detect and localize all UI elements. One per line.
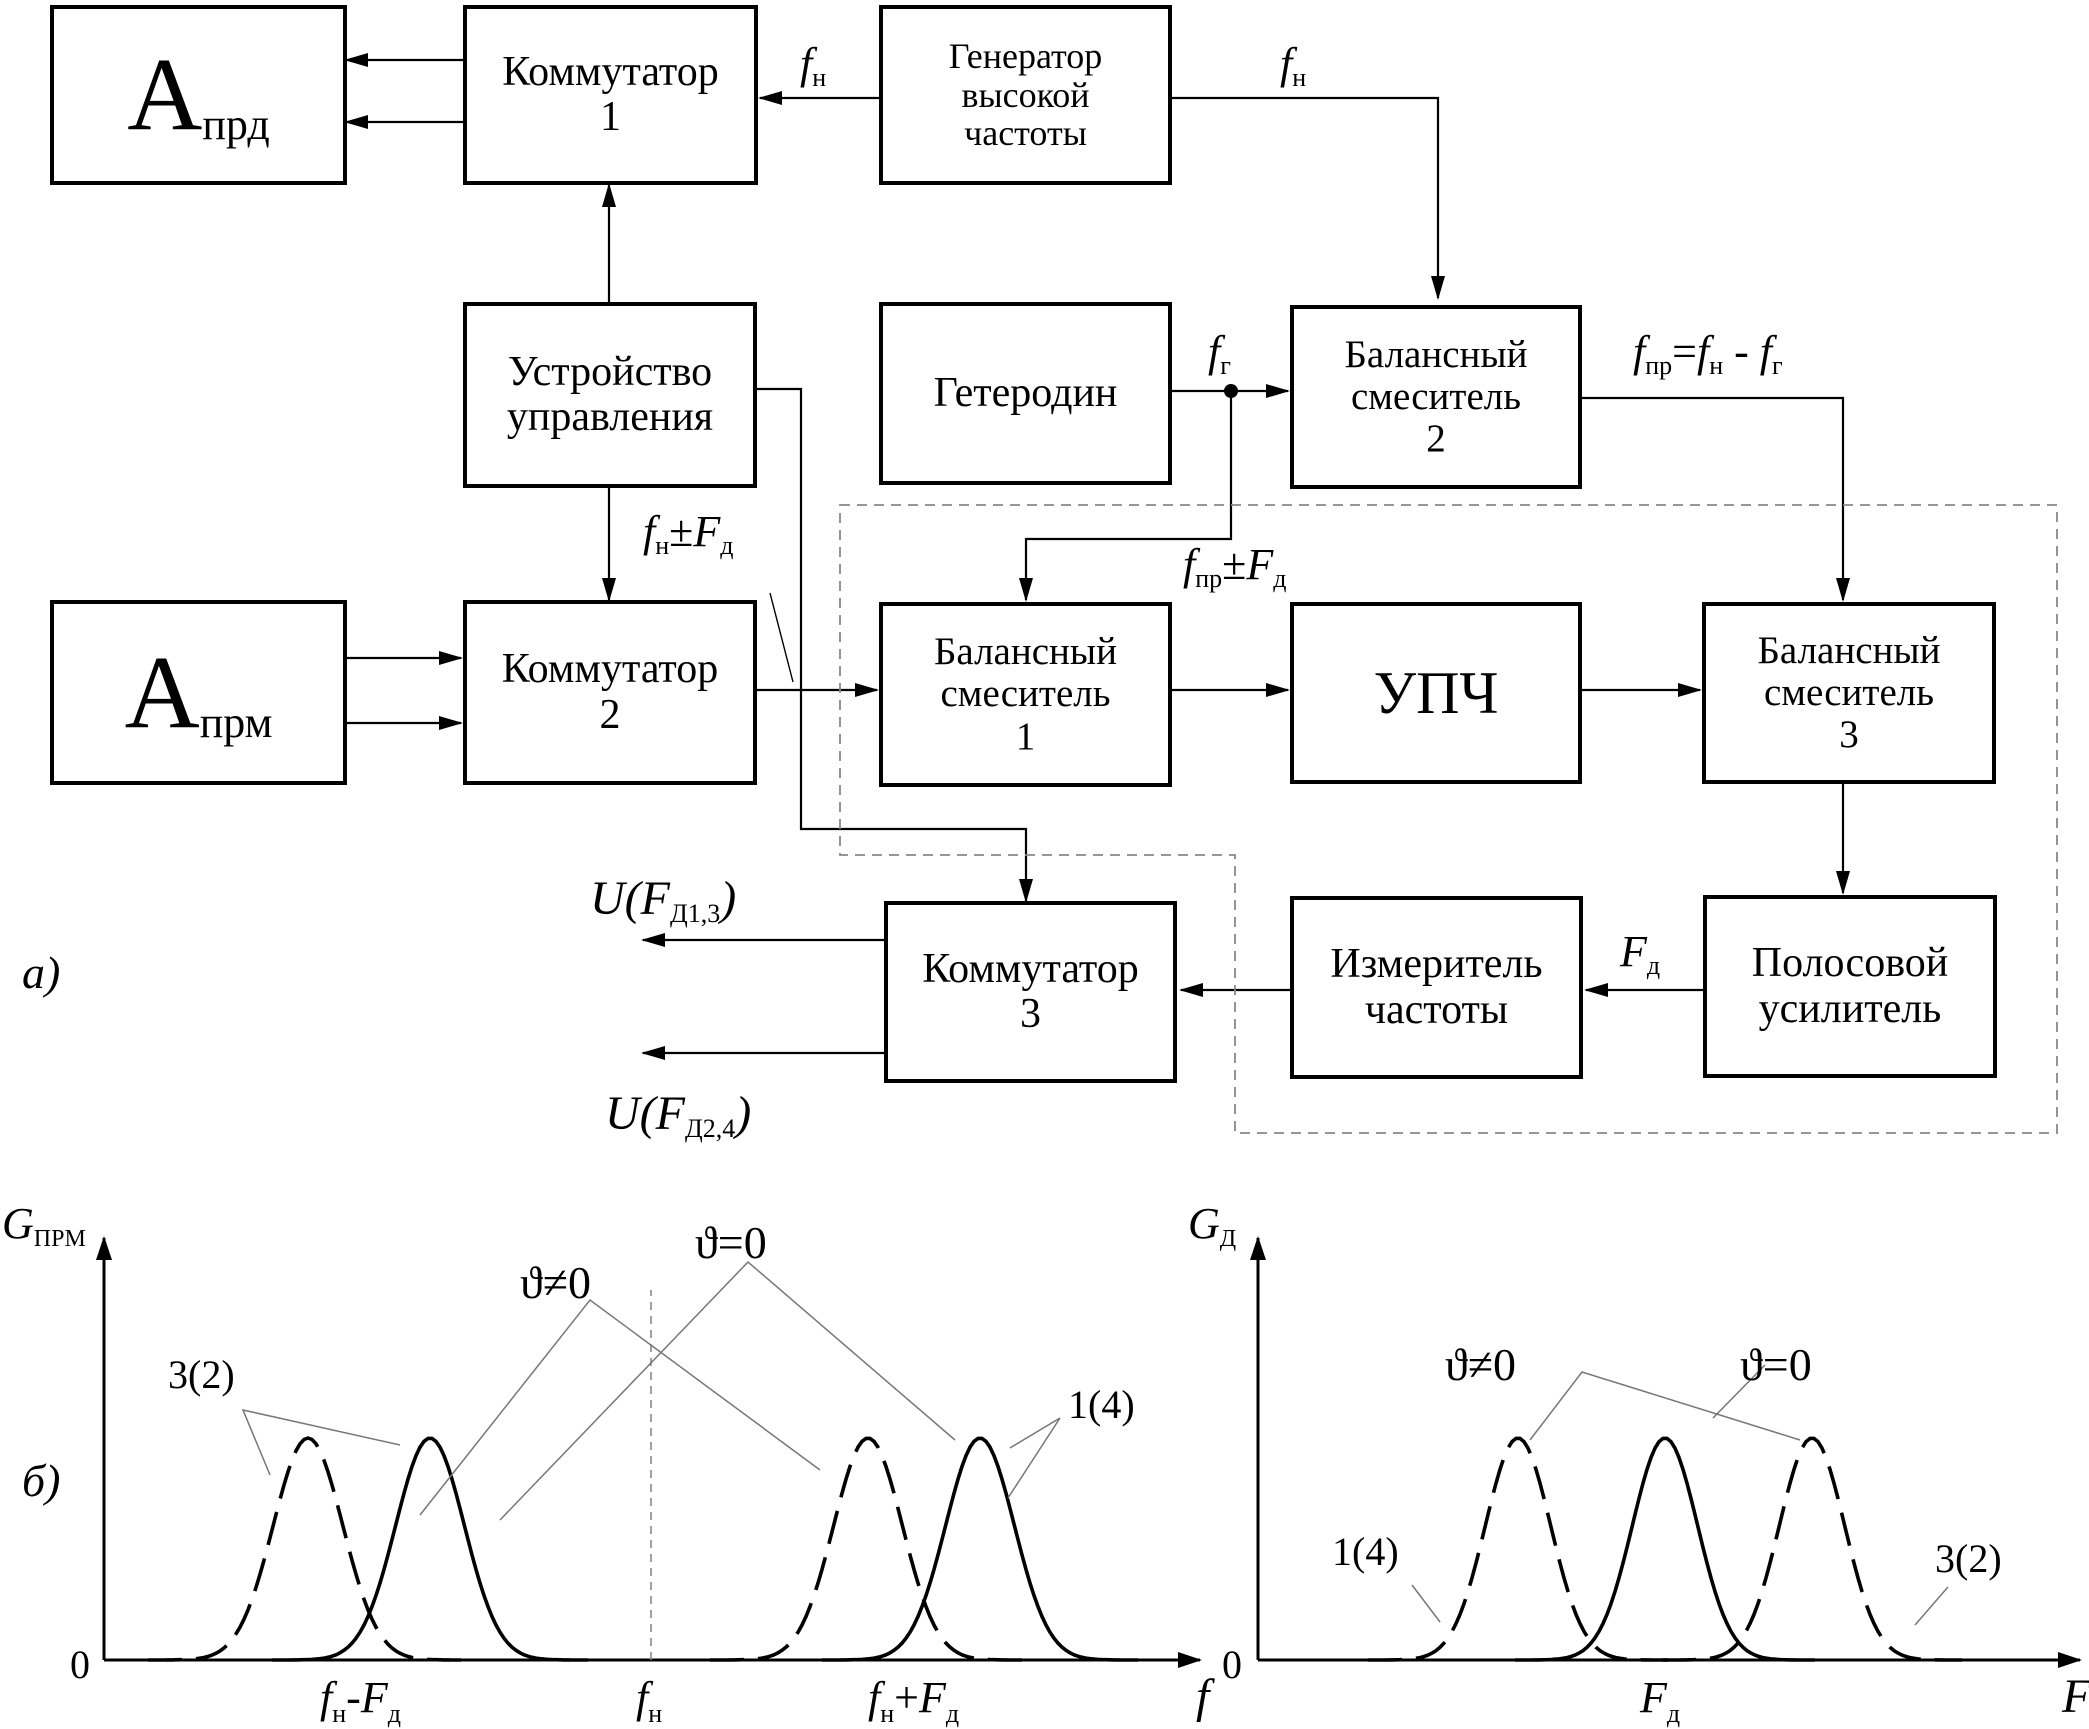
- block-text-line: Генератор: [948, 35, 1103, 76]
- block-text-line: Коммутатор: [922, 945, 1139, 992]
- left-origin: 0: [70, 1642, 90, 1687]
- label-fg: fг: [1208, 327, 1231, 380]
- left-y-label: GПРМ: [2, 1199, 86, 1252]
- block-text-line: 1: [600, 94, 621, 140]
- wire-ctrl-k3: [757, 387, 1033, 903]
- block-text-line: Коммутатор: [502, 48, 719, 95]
- curve-l-32-solid: [272, 1436, 588, 1662]
- block-text-line: Гетеродин: [933, 369, 1118, 416]
- block-text-line: смеситель: [1350, 374, 1522, 418]
- leader-l-theta-ne: [419, 1298, 821, 1516]
- left-tick-fn: fн: [636, 1673, 662, 1728]
- right-y-label: GД: [1188, 1199, 1236, 1252]
- block-text-line: Коммутатор: [501, 646, 719, 693]
- right-label-theta-eq: ϑ=0: [1740, 1339, 1812, 1390]
- caption-b: б): [22, 1455, 61, 1506]
- block-text-line: смеситель: [1763, 670, 1935, 714]
- label-fn-gen-bs2: fн: [1280, 39, 1307, 92]
- right-tick-fd: Fд: [1639, 1673, 1680, 1728]
- block-text-line: управления: [506, 394, 714, 440]
- block-text-line: Измеритель: [1330, 941, 1543, 988]
- block-text-line: Балансный: [934, 630, 1117, 674]
- label-fn-pm-fd: fн±Fд: [643, 507, 734, 560]
- caption-a: а): [22, 947, 61, 998]
- curve-r-14-dashed: [1368, 1436, 1668, 1662]
- block-text-line: частоты: [964, 113, 1087, 154]
- left-tick-fn-minus-fd: fн-Fд: [320, 1673, 401, 1728]
- right-label-32: 3(2): [1935, 1536, 2002, 1581]
- curve-l-14-solid: [822, 1436, 1138, 1662]
- left-label-theta-ne: ϑ≠0: [520, 1257, 591, 1308]
- label-fpr-eq: fпр=fн - fг: [1633, 327, 1783, 380]
- right-spectrum-plot: GД 0 F Fд ϑ≠0 ϑ=0 1(4) 3(2): [1188, 1199, 2089, 1728]
- left-label-theta-eq: ϑ=0: [695, 1217, 767, 1268]
- block-upch: УПЧ: [1290, 602, 1582, 784]
- block-a-prd: Aпрд: [50, 5, 347, 185]
- block-text-line: 2: [599, 691, 621, 738]
- right-origin: 0: [1222, 1642, 1242, 1687]
- block-text-line: 1: [1015, 714, 1036, 758]
- block-text-line: смеситель: [940, 672, 1111, 716]
- block-text-line: Устройство: [507, 348, 713, 395]
- block-text-line: УПЧ: [1373, 659, 1499, 726]
- block-text-line: Полосовой: [1751, 940, 1949, 987]
- leader-r-theta: [1529, 1371, 1801, 1441]
- block-text-line: 2: [1426, 417, 1446, 461]
- curve-l-14-dashed: [710, 1436, 1026, 1662]
- block-text-line: Балансный: [1757, 628, 1941, 672]
- label-u-fd13: U(FД1,3): [590, 872, 737, 928]
- label-fd: Fд: [1620, 927, 1661, 980]
- block-text-line: 3: [1020, 991, 1041, 1037]
- left-x-label: f: [1196, 1670, 1215, 1723]
- block-text-line: 3: [1839, 713, 1859, 757]
- junction-dot: [1224, 384, 1238, 398]
- right-x-label: F: [2061, 1670, 2089, 1723]
- wire-gen-bs2: [1172, 96, 1445, 300]
- left-label-32: 3(2): [168, 1352, 235, 1397]
- curve-l-32-dashed: [148, 1436, 468, 1662]
- label-u-fd24: U(FД2,4): [605, 1087, 752, 1143]
- left-spectrum-plot: GПРМ 0 f fн-Fд fн fн+Fд ϑ≠0 ϑ=0 3(2) 1(4…: [2, 1199, 1215, 1728]
- leader-l-32: [241, 1408, 401, 1476]
- block-a-prm: Aпрм: [50, 600, 347, 785]
- leader-fn-fd: [769, 592, 794, 683]
- block-text-line: Балансный: [1344, 332, 1528, 376]
- block-text-line: усилитель: [1758, 985, 1942, 1032]
- curve-r-32-dashed: [1662, 1436, 1962, 1662]
- wire-get-bs1: [1019, 391, 1233, 602]
- curve-r-solid: [1515, 1436, 1815, 1662]
- block-text-line: частоты: [1364, 986, 1509, 1033]
- right-label-theta-ne: ϑ≠0: [1445, 1339, 1516, 1390]
- block-text-line: высокой: [961, 74, 1090, 115]
- block-heterodyne: Гетеродин: [879, 302, 1172, 485]
- leader-l-14: [1009, 1417, 1061, 1449]
- left-tick-fn-plus-fd: fн+Fд: [868, 1673, 959, 1728]
- leader-l-theta-eq: [499, 1260, 956, 1521]
- label-fpr-pm-fd: fпр±Fд: [1183, 540, 1287, 593]
- label-fn-gen-k1: fн: [800, 39, 827, 92]
- wire-bs2-bs3: [1582, 396, 1850, 602]
- dashed-region: [839, 504, 2058, 1134]
- left-label-14: 1(4): [1068, 1382, 1135, 1427]
- right-label-14: 1(4): [1332, 1529, 1399, 1574]
